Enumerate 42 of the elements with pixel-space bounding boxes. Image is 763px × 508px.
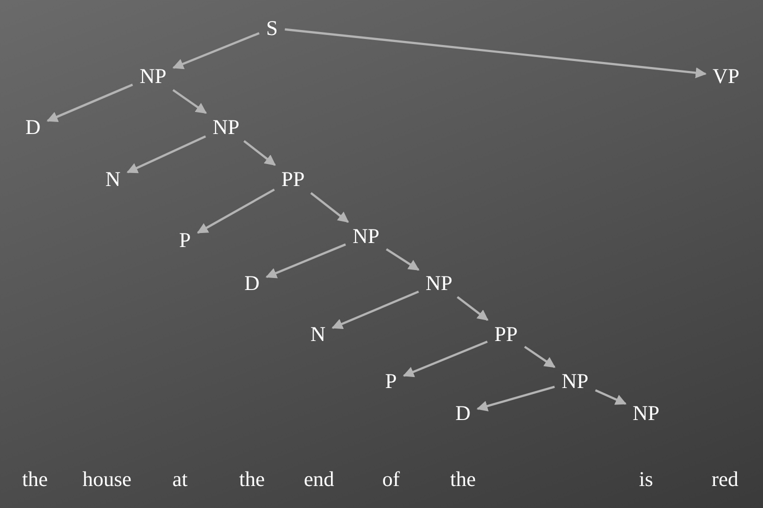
sentence-word: the	[450, 467, 476, 491]
tree-node-label: D	[448, 399, 478, 427]
tree-node-label: P	[378, 367, 404, 395]
arrow	[456, 296, 488, 321]
tree-node-label: NP	[626, 399, 666, 427]
sentence-word: house	[82, 467, 132, 491]
arrow	[476, 386, 555, 412]
arrow	[172, 89, 207, 114]
tree-node-label: NP	[554, 367, 596, 395]
arrow	[402, 340, 488, 378]
arrow	[386, 248, 420, 271]
arrow	[266, 243, 346, 278]
sentence-word: at	[172, 467, 188, 491]
arrow	[172, 32, 260, 70]
arrow	[524, 346, 556, 368]
tree-node-label: N	[98, 165, 128, 193]
arrow	[332, 290, 419, 330]
arrow	[594, 389, 627, 405]
sentence-word: the	[22, 467, 48, 491]
tree-node-label: D	[18, 113, 48, 141]
tree-node-label: NP	[206, 113, 246, 141]
tree-node-label: VP	[706, 62, 746, 90]
sentence-word: the	[239, 467, 265, 491]
tree-node-label: NP	[346, 222, 386, 250]
tree-node-label: D	[237, 269, 267, 297]
tree-node-label: N	[303, 320, 333, 348]
arrow	[243, 140, 276, 166]
tree-node-label: P	[172, 226, 198, 254]
sentence-word: red	[712, 467, 738, 491]
tree-node-label: PP	[487, 320, 525, 348]
tree-node-label: S	[259, 14, 285, 42]
tree-node-label: NP	[132, 62, 174, 90]
arrow	[196, 188, 275, 234]
arrow	[46, 84, 133, 122]
tree-node-label: PP	[274, 165, 312, 193]
arrow	[310, 192, 349, 223]
sentence-word: end	[304, 467, 334, 491]
arrow	[284, 28, 707, 78]
sentence-word: of	[382, 467, 400, 491]
sentence-word: is	[639, 467, 653, 491]
tree-node-label: NP	[418, 269, 460, 297]
arrow	[126, 135, 206, 174]
